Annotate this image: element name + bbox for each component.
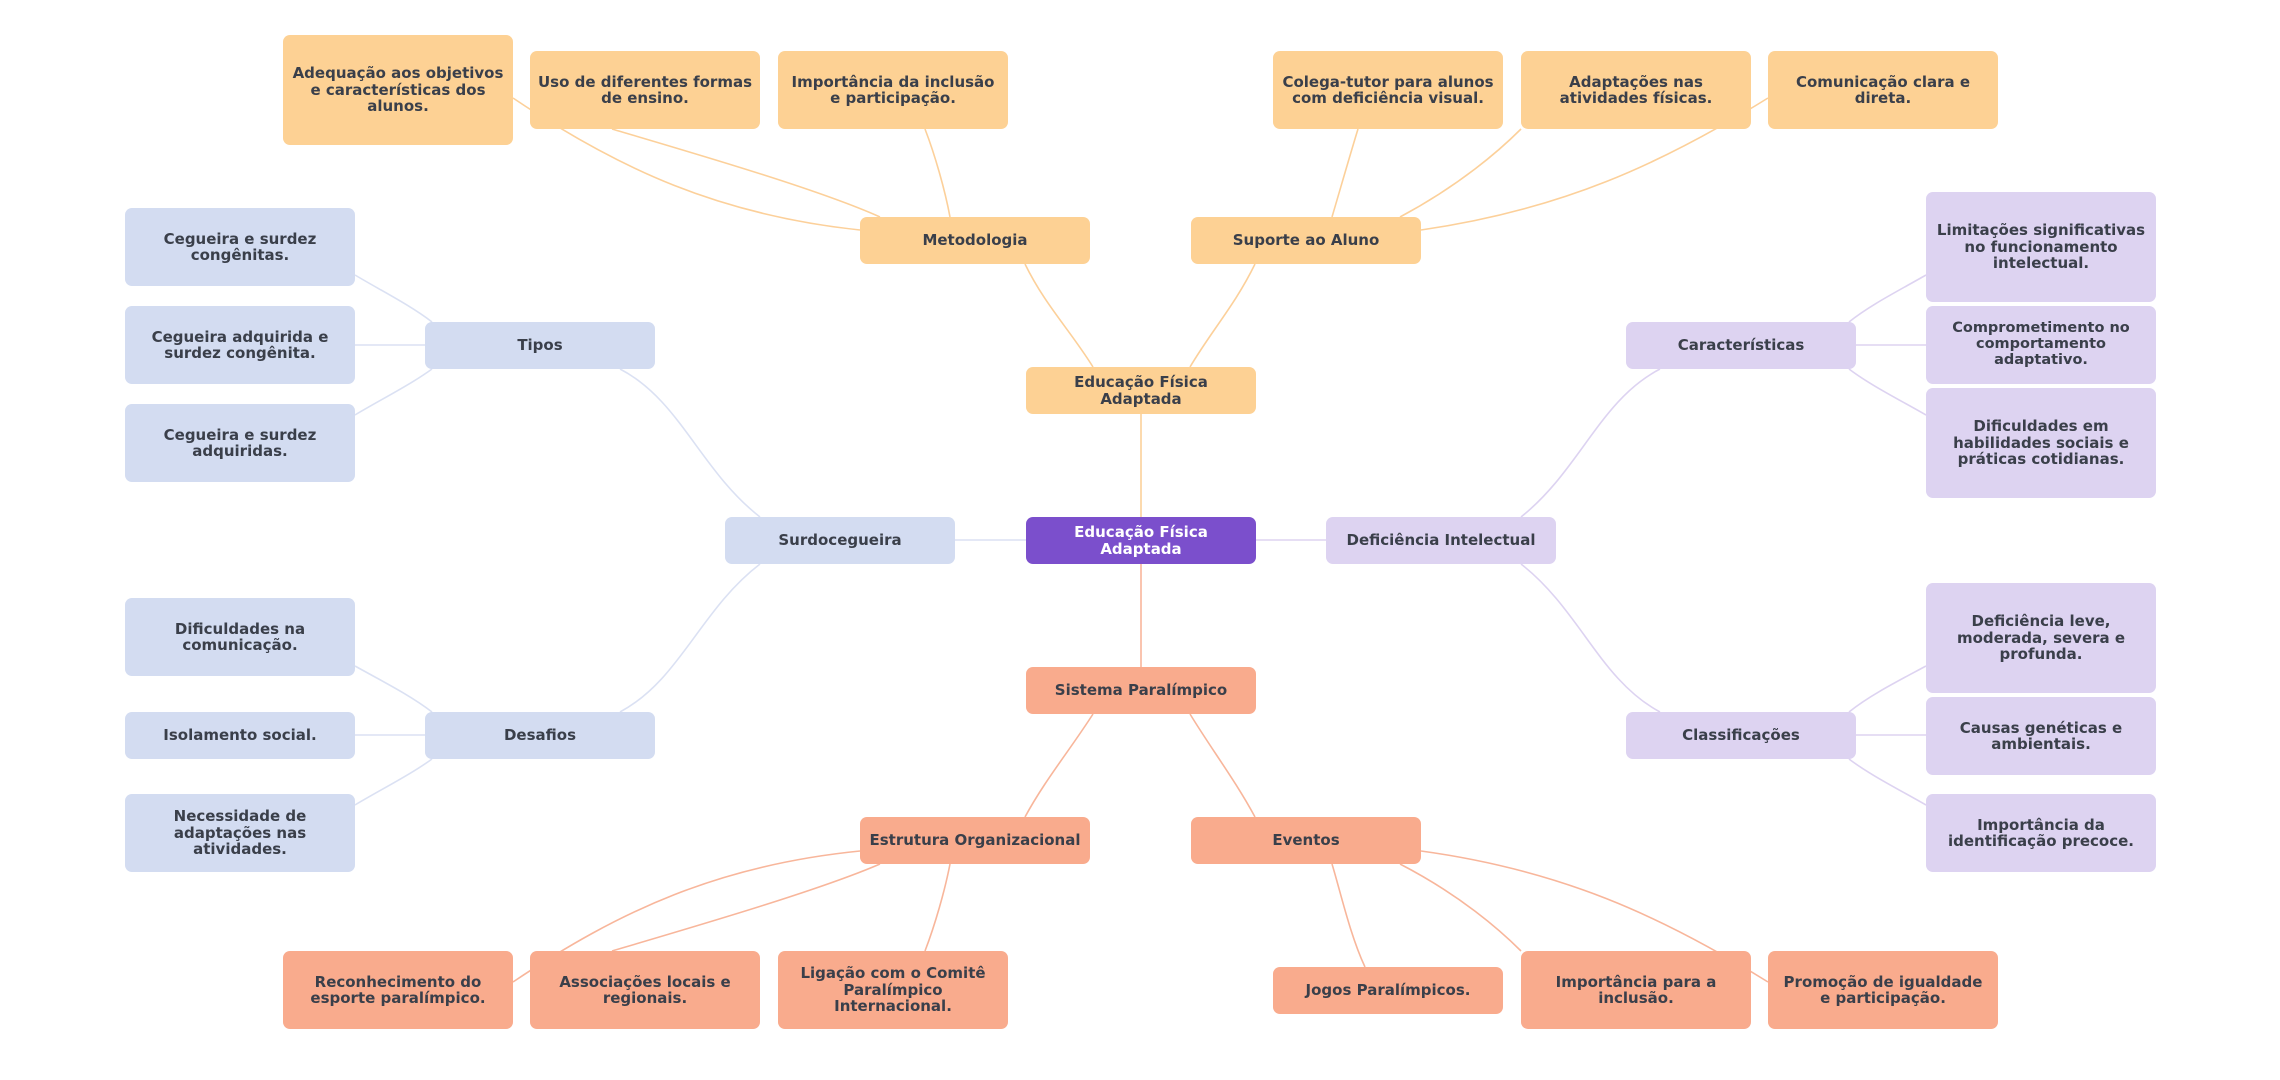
eventos-item-jogos[interactable]: Jogos Paralímpicos. [1273,967,1503,1014]
edge-caracteristicas-limitacoes [1848,274,1927,323]
edge-top-metodologia [1024,263,1094,368]
edge-bottom-estrutura [1024,713,1094,818]
metodologia-node[interactable]: Metodologia [860,217,1090,264]
edge-suporte-colega [1331,128,1359,218]
center-node[interactable]: Educação Física Adaptada [1026,517,1256,564]
suporte-item-comunicacao[interactable]: Comunicação clara e direta. [1768,51,1998,129]
edge-metodologia-inclusao [924,128,951,218]
edge-desafios-comunicacao [354,665,433,713]
edge-eventos-inclusao [1399,863,1522,952]
metodologia-item-inclusao[interactable]: Importância da inclusão e participação. [778,51,1008,129]
edge-estrutura-comite [924,863,951,952]
suporte-item-colega-tutor[interactable]: Colega-tutor para alunos com deficiência… [1273,51,1503,129]
branch-bottom-node[interactable]: Sistema Paralímpico [1026,667,1256,714]
edge-bottom-eventos [1189,713,1256,818]
caracteristicas-item-dificuldades[interactable]: Dificuldades em habilidades sociais e pr… [1926,388,2156,498]
edge-right-classificacoes [1520,563,1661,713]
branch-left-node[interactable]: Surdocegueira [725,517,955,564]
caracteristicas-item-limitacoes[interactable]: Limitações significativas no funcionamen… [1926,192,2156,302]
tipos-item-adquirida-congenita[interactable]: Cegueira adquirida e surdez congênita. [125,306,355,384]
edge-top-suporte [1189,263,1256,368]
suporte-aluno-node[interactable]: Suporte ao Aluno [1191,217,1421,264]
branch-right-node[interactable]: Deficiência Intelectual [1326,517,1556,564]
desafios-item-comunicacao[interactable]: Dificuldades na comunicação. [125,598,355,676]
estrutura-item-comite[interactable]: Ligação com o Comitê Paralímpico Interna… [778,951,1008,1029]
caracteristicas-node[interactable]: Características [1626,322,1856,369]
estrutura-item-associacoes[interactable]: Associações locais e regionais. [530,951,760,1029]
edge-left-desafios [619,563,761,713]
classificacoes-item-identificacao[interactable]: Importância da identificação precoce. [1926,794,2156,872]
edge-tipos-adquiridas [354,368,433,416]
edge-estrutura-associacoes [611,863,881,952]
edge-suporte-adaptacoes [1399,128,1522,218]
metodologia-item-adequacao[interactable]: Adequação aos objetivos e característica… [283,35,513,145]
edge-metodologia-formas [611,128,881,218]
edge-classificacoes-identificacao [1848,758,1927,806]
suporte-item-adaptacoes[interactable]: Adaptações nas atividades físicas. [1521,51,1751,129]
edge-right-caracteristicas [1520,368,1661,518]
classificacoes-node[interactable]: Classificações [1626,712,1856,759]
tipos-item-congenitas[interactable]: Cegueira e surdez congênitas. [125,208,355,286]
tipos-node[interactable]: Tipos [425,322,655,369]
edge-eventos-jogos [1331,863,1366,968]
metodologia-item-formas-ensino[interactable]: Uso de diferentes formas de ensino. [530,51,760,129]
eventos-item-igualdade[interactable]: Promoção de igualdade e participação. [1768,951,1998,1029]
edge-left-tipos [619,368,761,518]
eventos-item-inclusao[interactable]: Importância para a inclusão. [1521,951,1751,1029]
desafios-item-isolamento[interactable]: Isolamento social. [125,712,355,759]
edge-caracteristicas-dificuldades [1848,368,1927,416]
estrutura-item-reconhecimento[interactable]: Reconhecimento do esporte paralímpico. [283,951,513,1029]
tipos-item-adquiridas[interactable]: Cegueira e surdez adquiridas. [125,404,355,482]
eventos-node[interactable]: Eventos [1191,817,1421,864]
caracteristicas-item-comprometimento[interactable]: Comprometimento no comportamento adaptat… [1926,306,2156,384]
edge-classificacoes-graus [1848,665,1927,713]
edge-desafios-adaptacoes [354,758,433,806]
classificacoes-item-graus[interactable]: Deficiência leve, moderada, severa e pro… [1926,583,2156,693]
estrutura-node[interactable]: Estrutura Organizacional [860,817,1090,864]
classificacoes-item-causas[interactable]: Causas genéticas e ambientais. [1926,697,2156,775]
desafios-item-adaptacoes[interactable]: Necessidade de adaptações nas atividades… [125,794,355,872]
edge-tipos-congenitas [354,274,433,323]
desafios-node[interactable]: Desafios [425,712,655,759]
branch-top-node[interactable]: Educação Física Adaptada [1026,367,1256,414]
